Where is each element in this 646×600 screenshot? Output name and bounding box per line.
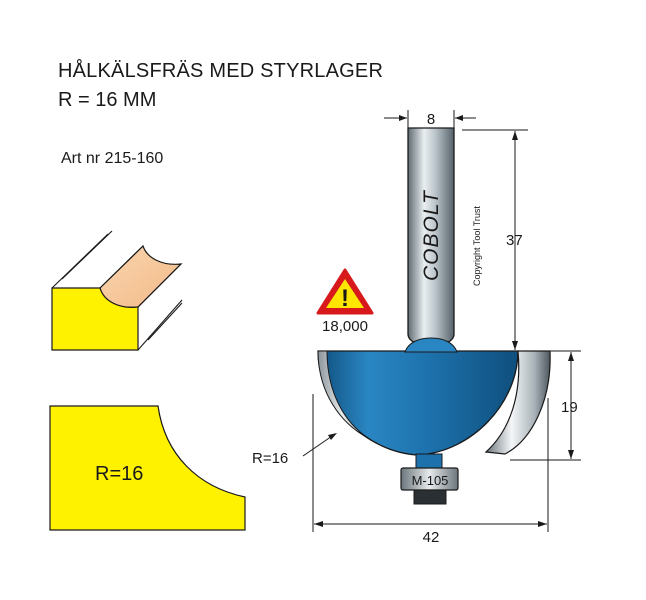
profile-2d-section: R=16 [49, 405, 246, 531]
dimension-lines [302, 110, 581, 532]
copyright-label: Copyright Tool Trust [472, 206, 482, 286]
max-rpm-label: 18,000 [322, 318, 368, 335]
dim-shank-length: 37 [506, 232, 523, 249]
profile-radius-label: R=16 [95, 463, 143, 485]
dim-cut-diameter: 42 [423, 529, 440, 546]
profile-3d-illustration [51, 230, 183, 351]
dim-shank-diameter: 8 [427, 111, 435, 128]
brand-label: COBOLT [420, 189, 443, 281]
router-bit: COBOLT Copyright Tool Trust M-105 [317, 127, 551, 505]
dim-radius: R=16 [252, 450, 288, 467]
title-line-1: HÅLKÄLSFRÄS MED STYRLAGER [58, 60, 384, 82]
dim-cut-height: 19 [561, 399, 578, 416]
warning-sign: ! 18,000 [316, 268, 374, 335]
title-line-2: R = 16 MM [58, 89, 157, 111]
bearing-code-label: M-105 [412, 473, 449, 488]
warning-icon: ! [341, 285, 349, 312]
article-number: Art nr 215-160 [61, 150, 164, 167]
